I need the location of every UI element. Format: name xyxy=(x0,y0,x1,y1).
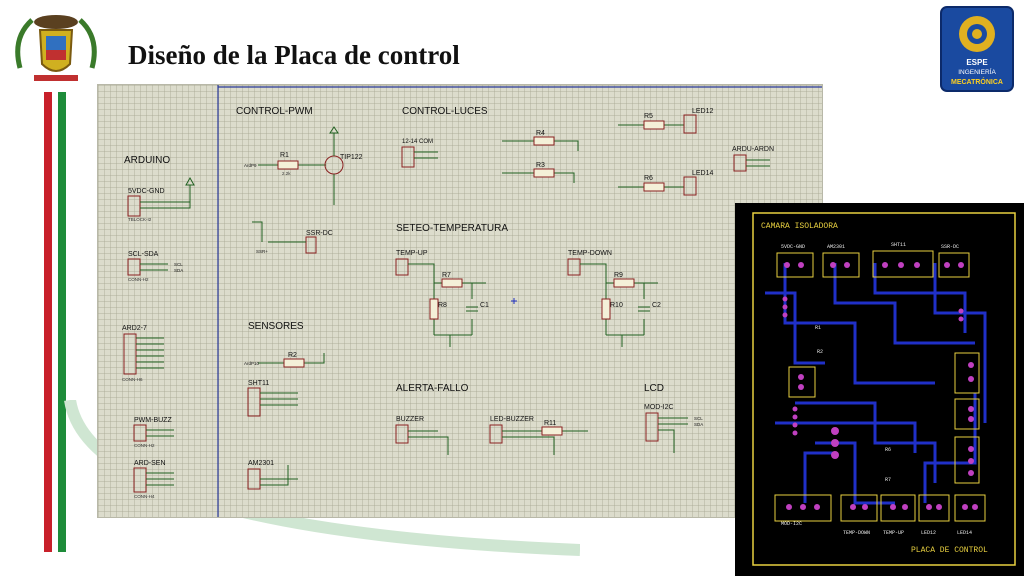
svg-text:LED14: LED14 xyxy=(957,530,972,536)
svg-text:TEMP-DOWN: TEMP-DOWN xyxy=(568,250,612,257)
svg-text:R8: R8 xyxy=(438,302,447,309)
svg-text:PWM-BUZZ: PWM-BUZZ xyxy=(134,417,172,424)
section-seteo-temperatura: SETEO-TEMPERATURA xyxy=(396,223,508,234)
svg-text:AM2301: AM2301 xyxy=(248,460,274,467)
svg-text:2.2k: 2.2k xyxy=(282,171,291,176)
svg-text:R9: R9 xyxy=(614,272,623,279)
decorative-flag-stripes xyxy=(44,92,66,552)
svg-text:LED-BUZZER: LED-BUZZER xyxy=(490,416,534,423)
svg-text:ARD2-7: ARD2-7 xyxy=(122,325,147,332)
connector-ard2-7: ARD2-7 CONN-H6 xyxy=(122,325,164,382)
svg-text:CONN-H6: CONN-H6 xyxy=(122,377,143,382)
svg-text:SCL: SCL xyxy=(694,416,703,421)
connector-scl-sda: SCL-SDA CONN-H2 SCL SDA xyxy=(127,251,183,282)
svg-text:5VDC-GND: 5VDC-GND xyxy=(128,188,165,195)
svg-text:R2: R2 xyxy=(288,352,297,359)
section-control-pwm: CONTROL-PWM xyxy=(236,106,313,117)
logo-line-mecatronica: MECATRÓNICA xyxy=(951,77,1003,86)
svg-text:C2: C2 xyxy=(652,302,661,309)
svg-text:12-14 COM: 12-14 COM xyxy=(402,139,433,145)
espe-mechatronics-logo: ESPE INGENIERÍA MECATRÓNICA xyxy=(940,6,1014,92)
pcb-pads xyxy=(774,250,986,522)
svg-text:SHT11: SHT11 xyxy=(891,242,906,248)
svg-text:ArdP10: ArdP10 xyxy=(244,361,260,366)
svg-text:CONN-H4: CONN-H4 xyxy=(134,494,155,499)
svg-text:ArdP9: ArdP9 xyxy=(244,163,257,168)
section-sensores: SENSORES xyxy=(248,321,304,332)
svg-text:AM2301: AM2301 xyxy=(827,244,845,250)
logo-line-espe: ESPE xyxy=(966,58,988,67)
svg-text:SSR-DC: SSR-DC xyxy=(306,230,333,237)
svg-text:CONN-H2: CONN-H2 xyxy=(134,443,155,448)
pwm-circuit: R1 2.2k TIP122 ArdP9 SSR-DC SSR+ xyxy=(244,126,363,254)
svg-text:R1: R1 xyxy=(280,152,289,159)
luces-circuit: 12-14 COM R4 R3 R5 R6 LED12 LED14 ARDU-A… xyxy=(401,108,774,196)
pcb-labels: 5VDC-GND AM2301 SHT11 SSR-DC MOD-I2C TEM… xyxy=(781,242,972,536)
svg-text:ARD-SEN: ARD-SEN xyxy=(134,460,166,467)
pcb-footer: PLACA DE CONTROL xyxy=(911,546,988,555)
schematic-diagram: ARDUINO CONTROL-PWM CONTROL-LUCES SETEO-… xyxy=(97,84,823,518)
pcb-traces xyxy=(765,263,987,505)
logo-line-ingenieria: INGENIERÍA xyxy=(958,67,996,76)
svg-text:TBLOCK-I2: TBLOCK-I2 xyxy=(128,217,152,222)
svg-text:R11: R11 xyxy=(544,420,556,427)
svg-text:LED12: LED12 xyxy=(921,530,936,536)
connector-pwm-buzz: PWM-BUZZ CONN-H2 xyxy=(133,417,174,448)
university-crest-logo xyxy=(15,15,97,81)
section-arduino: ARDUINO xyxy=(124,155,170,166)
section-alerta-fallo: ALERTA-FALLO xyxy=(396,383,469,394)
svg-text:R6: R6 xyxy=(885,447,891,453)
svg-text:MOD-I2C: MOD-I2C xyxy=(644,404,674,411)
svg-text:TEMP-UP: TEMP-UP xyxy=(883,530,904,536)
pcb-title: CAMARA ISOLADORA xyxy=(761,222,838,231)
svg-text:C1: C1 xyxy=(480,302,489,309)
svg-text:LED14: LED14 xyxy=(692,170,714,177)
svg-text:SCL-SDA: SCL-SDA xyxy=(128,251,159,258)
alert-circuit: BUZZER LED-BUZZER R11 xyxy=(395,416,588,455)
svg-text:R10: R10 xyxy=(610,302,623,309)
svg-text:R7: R7 xyxy=(442,272,451,279)
svg-text:R3: R3 xyxy=(536,162,545,169)
svg-text:R7: R7 xyxy=(885,477,891,483)
lcd-circuit: MOD-I2C SCL SDA xyxy=(644,404,703,453)
svg-text:TIP122: TIP122 xyxy=(340,154,363,161)
section-lcd: LCD xyxy=(644,383,664,394)
svg-text:ARDU-ARDN: ARDU-ARDN xyxy=(732,146,774,153)
svg-text:R4: R4 xyxy=(536,130,545,137)
svg-text:R6: R6 xyxy=(644,175,653,182)
svg-text:BUZZER: BUZZER xyxy=(396,416,424,423)
connector-ard-sen: ARD-SEN CONN-H4 xyxy=(133,460,174,499)
svg-text:TEMP-DOWN: TEMP-DOWN xyxy=(843,530,870,536)
svg-text:SSR+: SSR+ xyxy=(256,249,268,254)
section-control-luces: CONTROL-LUCES xyxy=(402,106,488,117)
connector-5vdc-gnd: 5VDC-GND TBLOCK-I2 xyxy=(127,176,195,222)
svg-text:R5: R5 xyxy=(644,113,653,120)
svg-text:R2: R2 xyxy=(817,349,823,355)
svg-text:CONN-H2: CONN-H2 xyxy=(128,277,149,282)
slide-title: Diseño de la Placa de control xyxy=(128,40,460,70)
svg-text:LED12: LED12 xyxy=(692,108,714,115)
svg-text:R1: R1 xyxy=(815,325,821,331)
svg-text:SDA: SDA xyxy=(694,422,703,427)
svg-text:SCL: SCL xyxy=(174,262,183,267)
svg-text:MOD-I2C: MOD-I2C xyxy=(781,521,802,527)
temperature-circuit: TEMP-UP R7 R8 C1 TEMP-DOWN R9 R10 C2 xyxy=(395,250,661,347)
pcb-layout-image: CAMARA ISOLADORA PLACA DE CONTROL xyxy=(735,203,1024,576)
svg-text:5VDC-GND: 5VDC-GND xyxy=(781,244,805,250)
svg-text:SDA: SDA xyxy=(174,268,183,273)
sensors-circuit: R2 ArdP10 SHT11 AM2301 xyxy=(244,352,325,490)
svg-text:TEMP-UP: TEMP-UP xyxy=(396,250,428,257)
svg-text:SSR-DC: SSR-DC xyxy=(941,244,959,250)
svg-text:SHT11: SHT11 xyxy=(248,380,269,387)
